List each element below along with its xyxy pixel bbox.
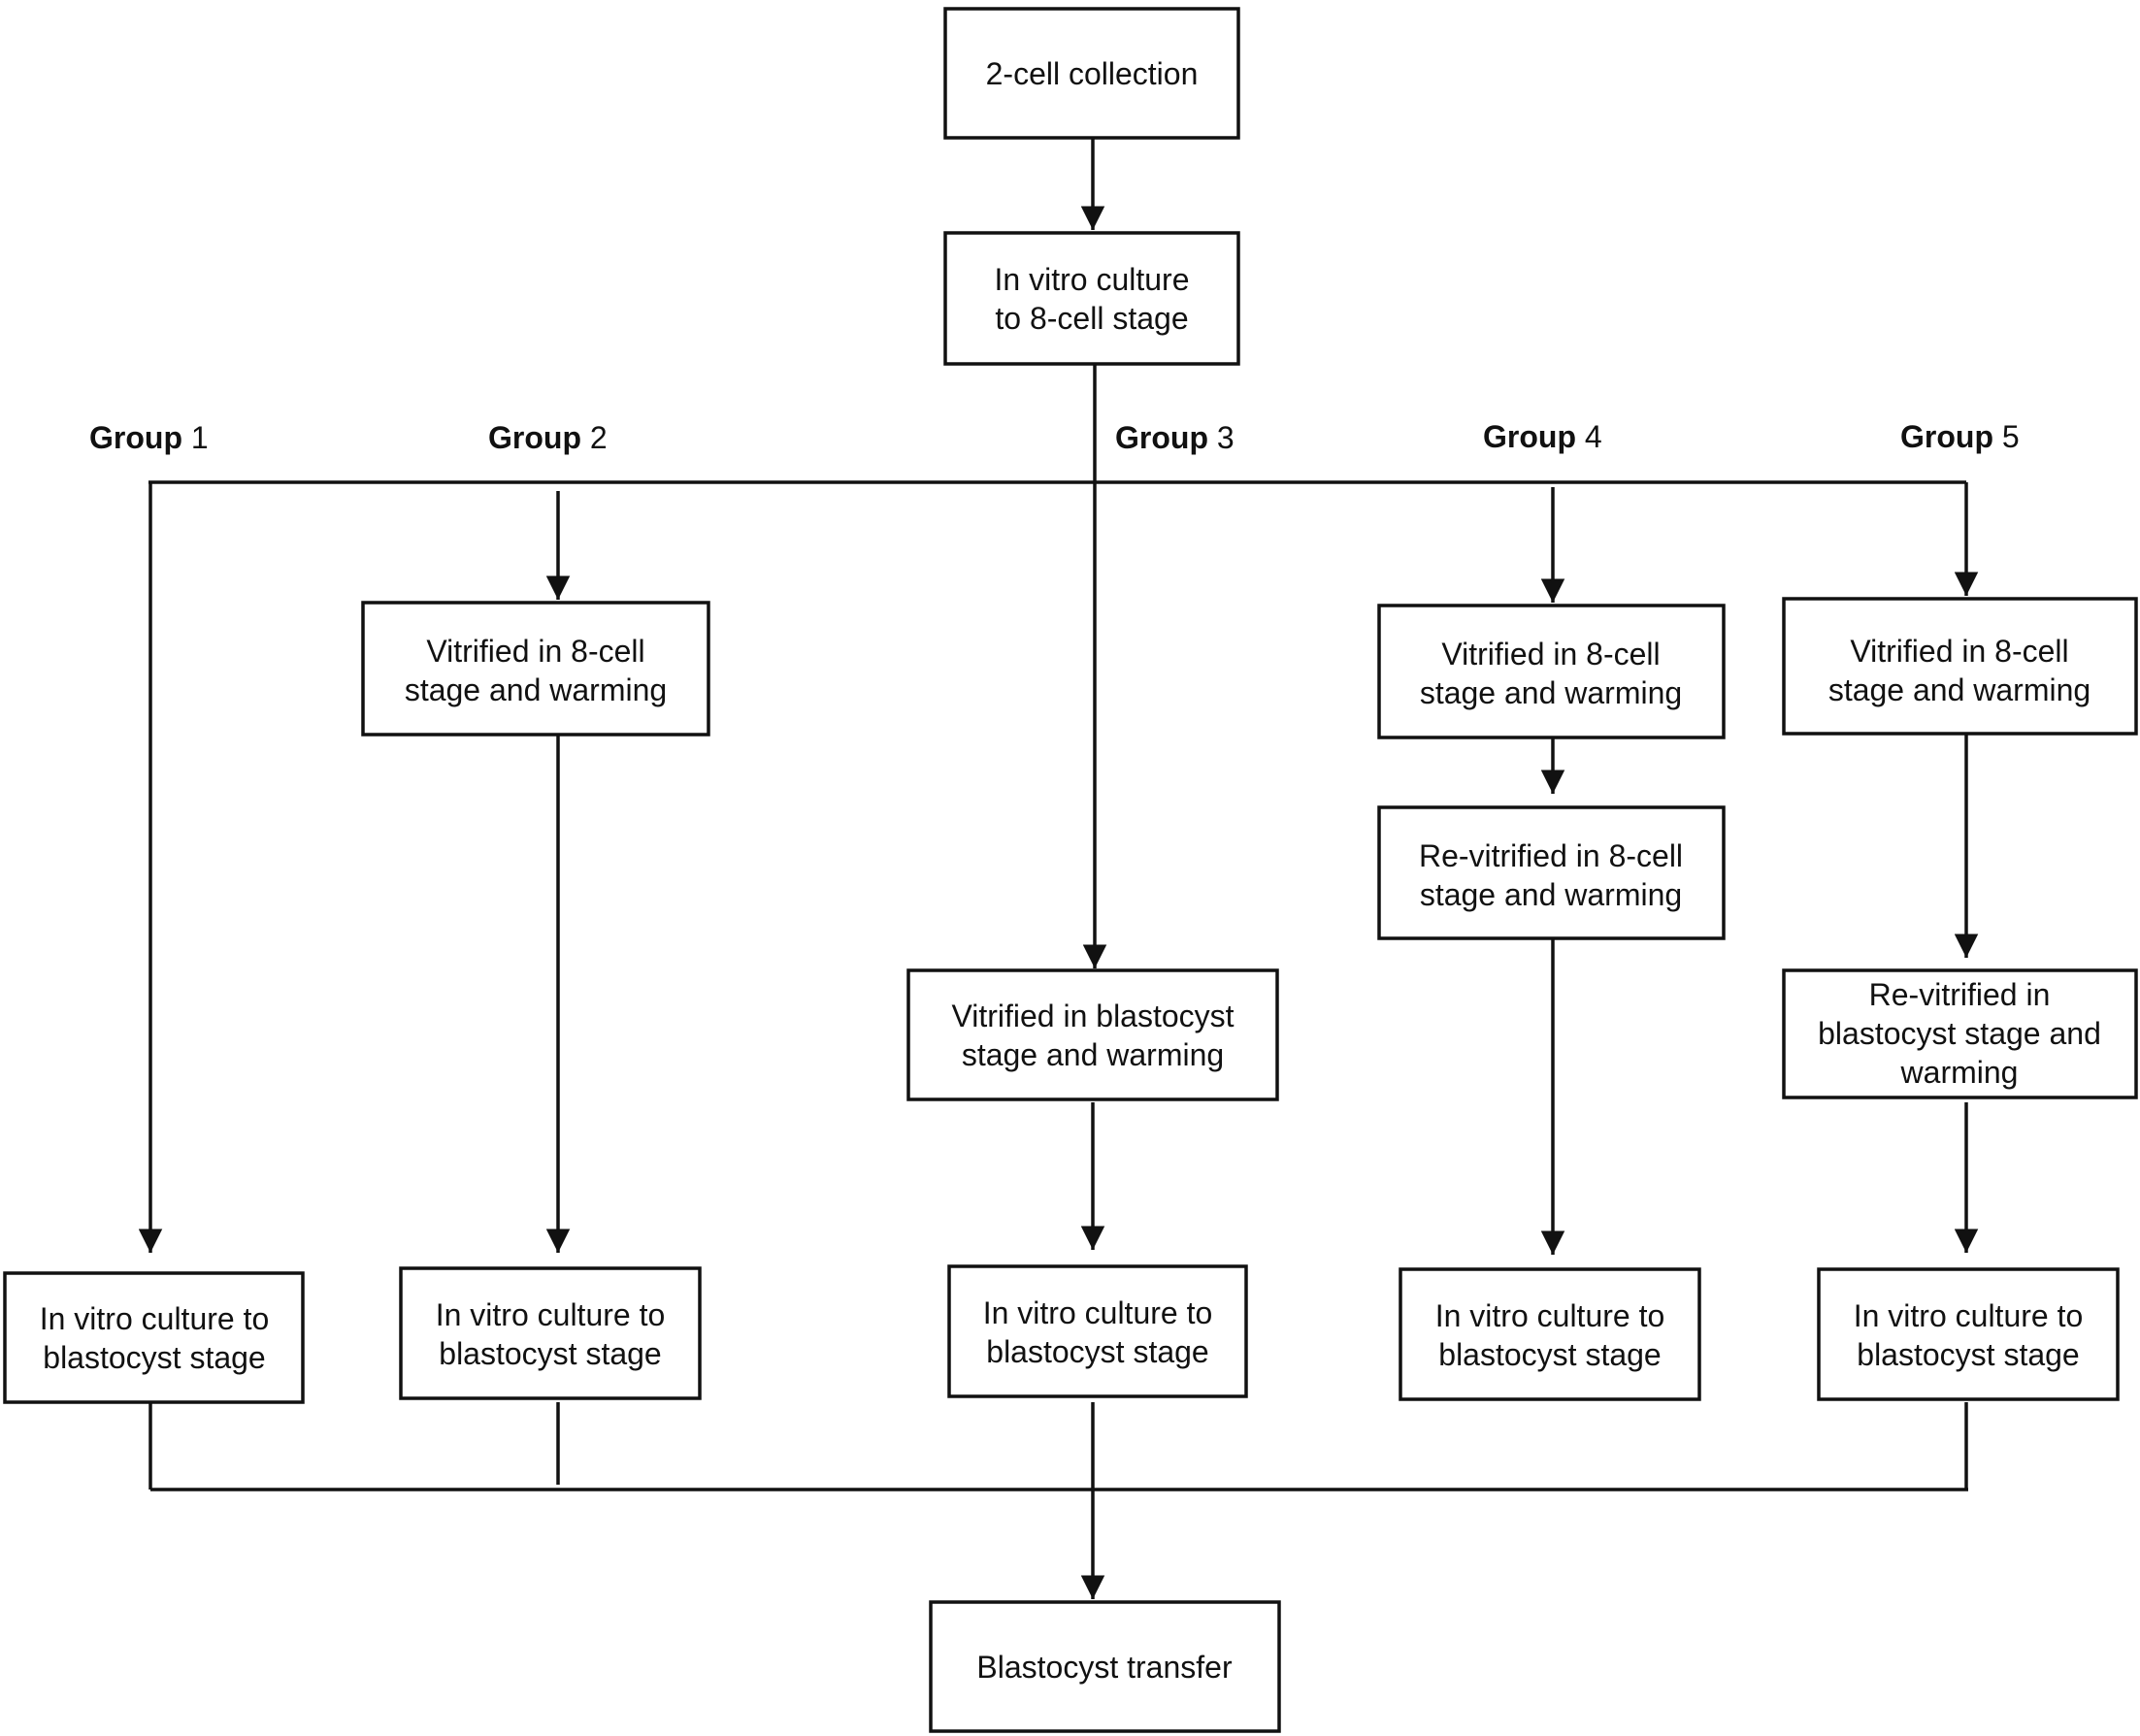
- connectors: [138, 138, 1979, 1599]
- svg-text:Blastocyst transfer: Blastocyst transfer: [976, 1650, 1233, 1685]
- group-labels: Group 1 Group 2 Group 3 Group 4 Group 5: [89, 419, 2020, 455]
- group-label-1: Group 1: [89, 420, 209, 455]
- group-label-5: Group 5: [1900, 419, 2020, 454]
- blastocyst-transfer-box: Blastocyst transfer: [929, 1600, 1281, 1733]
- group-label-3: Group 3: [1115, 420, 1235, 455]
- group-label-2: Group 2: [488, 420, 608, 455]
- group-label-4: Group 4: [1483, 419, 1602, 454]
- collection-box: 2-cell collection: [943, 7, 1240, 140]
- svg-text:2-cell collection: 2-cell collection: [986, 56, 1199, 91]
